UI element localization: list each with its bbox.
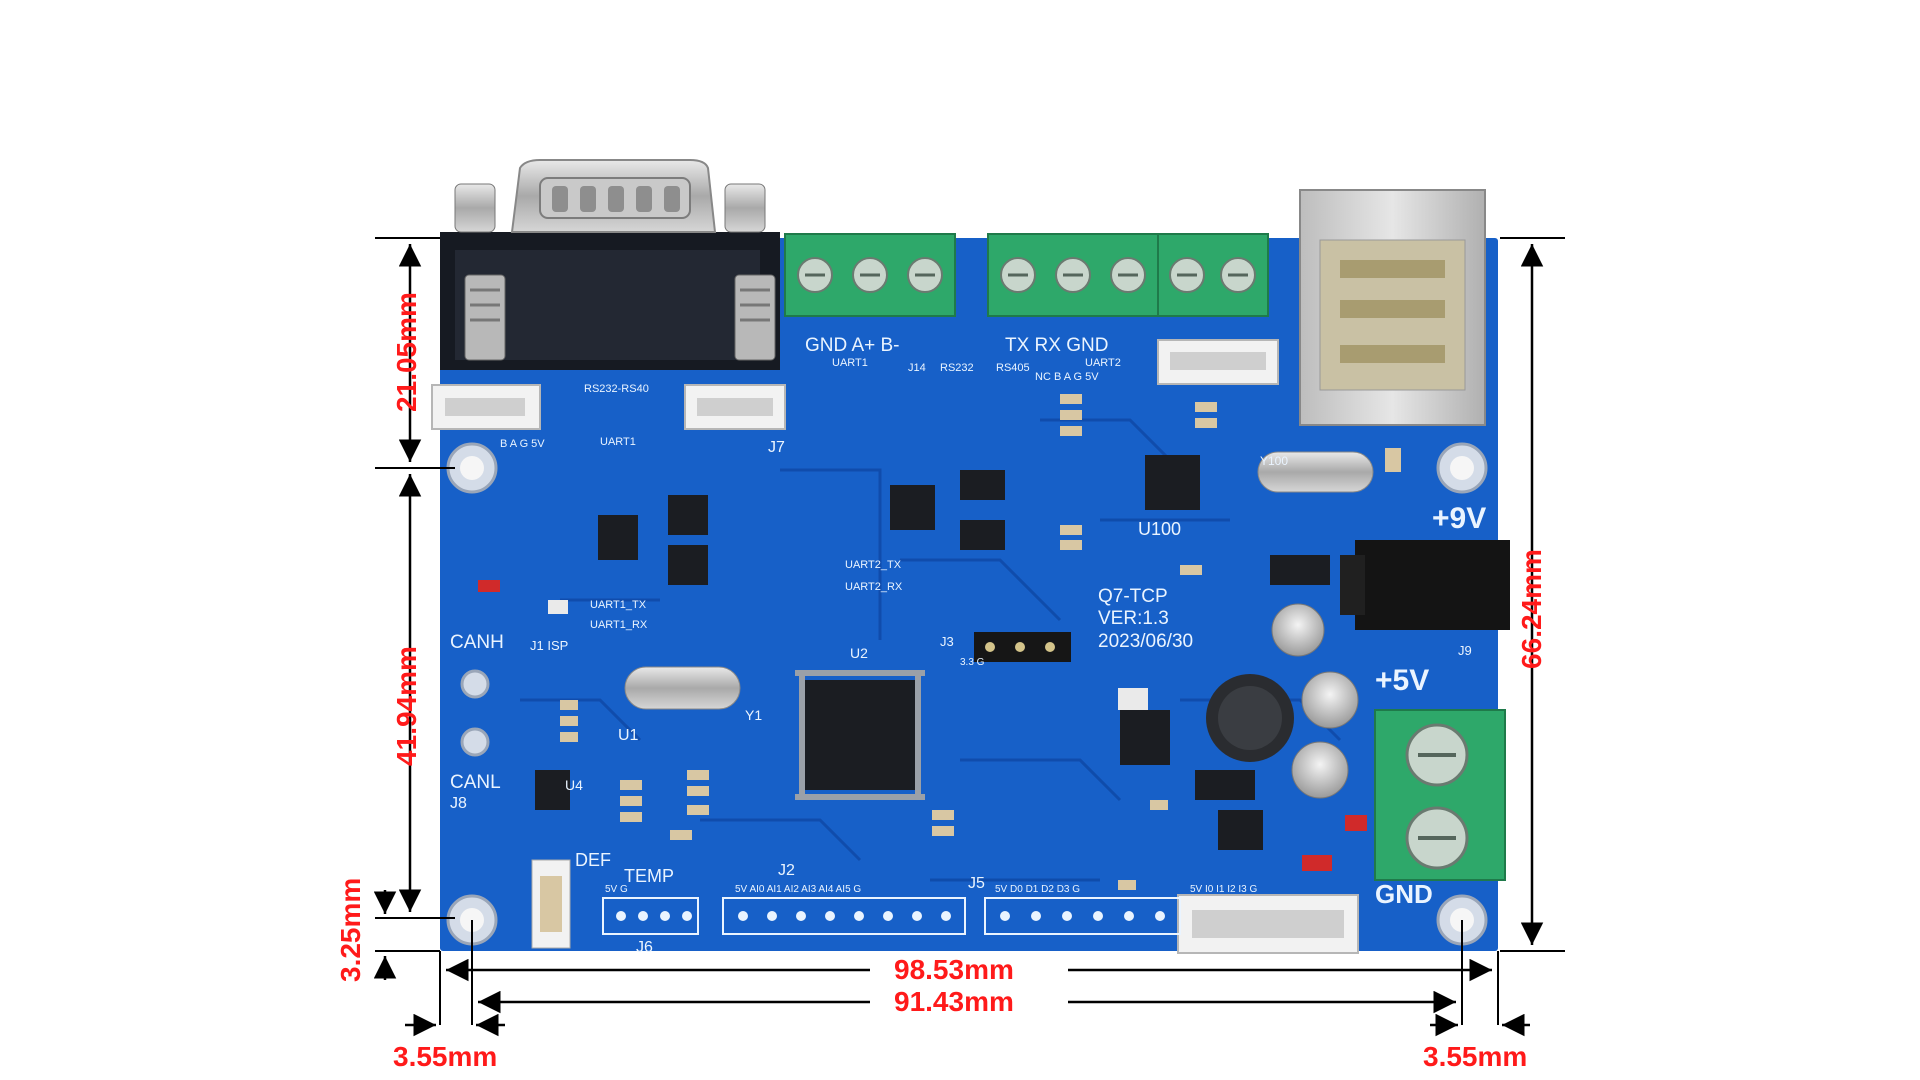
silk-uart1-rx: UART1_RX [590, 619, 648, 631]
can-terminal-pads [460, 669, 490, 757]
silk-u4: U4 [565, 777, 583, 793]
silk-uart1-header: GND A+ B- [805, 335, 900, 356]
silk-right-pins: 5V I0 I1 I2 I3 G [1190, 884, 1257, 895]
silk-j3-pins: 3.3 G [960, 657, 985, 668]
dim-height-total: 66.24mm [1516, 549, 1547, 669]
db9-connector [440, 159, 780, 370]
push-button [531, 859, 571, 949]
silk-j14: J14 [908, 362, 926, 374]
silk-gnd: GND [1375, 879, 1433, 909]
silk-plus9v: +9V [1432, 502, 1486, 535]
silkscreen-labels: GND A+ B- UART1 J14 RS232 RS405 TX RX GN… [450, 335, 1486, 956]
silk-uart2-tx: UART2_TX [845, 559, 902, 571]
header-pins [616, 911, 1165, 921]
silk-y100: Y100 [1260, 454, 1288, 468]
silk-y1: Y1 [745, 707, 762, 723]
silk-rs232: RS232 [940, 362, 974, 374]
dim-height-top: 21.05mm [391, 292, 422, 412]
silk-bag-header: B A G 5V [500, 438, 545, 450]
silk-j8: J8 [450, 795, 467, 812]
dim-width-holes: 91.43mm [894, 986, 1014, 1017]
silk-temp: TEMP [624, 866, 674, 886]
silk-u2: U2 [850, 645, 868, 661]
silk-u100: U100 [1138, 519, 1181, 539]
crystal-oscillator [624, 451, 1374, 710]
silk-model: Q7-TCP [1098, 586, 1168, 607]
dimension-arrows [373, 244, 1544, 1037]
dim-offset-right: 3.55mm [1423, 1041, 1528, 1072]
silk-uart1-tx: UART1_TX [590, 599, 647, 611]
silk-j5-pins: 5V D0 D1 D2 D3 G [995, 884, 1080, 895]
terminal-block-uart1 [784, 233, 956, 317]
silk-j6: J6 [636, 939, 653, 956]
silk-def: DEF [575, 850, 611, 870]
silk-j2: J2 [778, 862, 795, 879]
silk-nc-header: NC B A G 5V [1035, 371, 1099, 383]
silk-canl: CANL [450, 772, 501, 793]
dc-power-jack [1340, 540, 1510, 630]
terminal-block-power-top [1157, 233, 1269, 317]
dim-height-bottom: 3.25mm [335, 877, 366, 982]
silk-uart2-rx: UART2_RX [845, 581, 903, 593]
silk-uart2-label: UART2 [1085, 357, 1121, 369]
dimension-lines [375, 237, 1565, 1025]
silk-uart2-header: TX RX GND [1005, 335, 1108, 356]
silk-uart1-label: UART1 [832, 357, 868, 369]
silk-j7: J7 [768, 439, 785, 456]
dim-offset-left: 3.55mm [393, 1041, 498, 1072]
smd-components [560, 394, 1401, 890]
electrolytic-capacitor [1206, 603, 1359, 799]
silk-canh: CANH [450, 632, 504, 653]
terminal-block-power-bottom [1374, 709, 1506, 881]
silk-date: 2023/06/30 [1098, 631, 1193, 652]
silk-j5: J5 [968, 875, 985, 892]
silk-j2-pins: 5V AI0 AI1 AI2 AI3 AI4 AI5 G [735, 884, 861, 895]
rj45-jack [1299, 189, 1486, 426]
silk-j6-pins: 5V G [605, 884, 628, 895]
terminal-block-uart2 [987, 233, 1159, 317]
dim-width-total: 98.53mm [894, 954, 1014, 985]
dim-height-middle: 41.94mm [391, 646, 422, 766]
silk-j9: J9 [1458, 643, 1472, 658]
silk-uart1-small: UART1 [600, 436, 636, 448]
silk-j1-isp: J1 ISP [530, 638, 568, 653]
silk-rs-jumper: RS232-RS40 [584, 383, 649, 395]
silk-u1: U1 [618, 727, 639, 744]
silk-plus5v: +5V [1375, 664, 1429, 697]
silk-j3: J3 [940, 634, 954, 649]
silk-rs405: RS405 [996, 362, 1030, 374]
ic-chips [535, 455, 1330, 850]
silk-version: VER:1.3 [1098, 608, 1169, 629]
